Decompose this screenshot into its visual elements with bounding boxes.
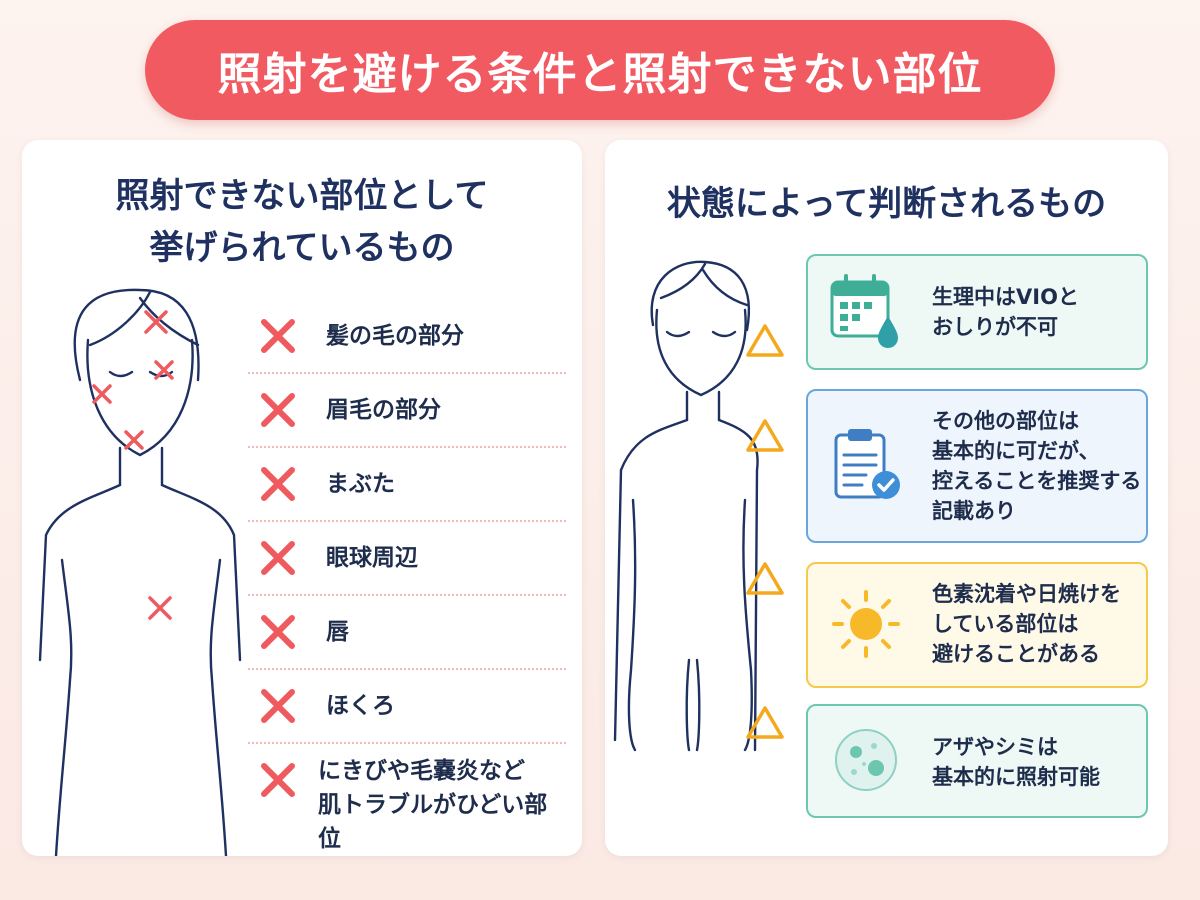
card-text-line1: その他の部位は xyxy=(932,409,1079,433)
x-mark-icon xyxy=(261,763,295,797)
item-label: まぶた xyxy=(326,471,395,497)
left-panel: 照射できない部位として 挙げられているもの xyxy=(22,140,582,856)
triangle-caution-icon xyxy=(746,706,784,739)
triangle-caution-icon xyxy=(746,562,784,595)
list-item: 眉毛の部分 xyxy=(248,374,566,448)
side-body-figure xyxy=(613,260,759,752)
card-text-line2: 基本的に可だが、 xyxy=(932,439,1100,463)
card-text: アザやシミは 基本的に照射可能 xyxy=(932,732,1100,792)
card-text-line3: 避けることがある xyxy=(932,642,1100,666)
item-label: 唇 xyxy=(326,619,349,645)
condition-card-other-areas: その他の部位は 基本的に可だが、 控えることを推奨する 記載あり xyxy=(806,389,1148,543)
sun-icon xyxy=(832,590,900,658)
card-text-line1: 生理中はVIOと xyxy=(932,285,1079,309)
calendar-drop-icon xyxy=(830,274,898,348)
condition-card-pigmentation: 色素沈着や日焼けを している部位は 避けることがある xyxy=(806,562,1148,688)
item-label: 眉毛の部分 xyxy=(326,397,441,423)
list-item: まぶた xyxy=(248,448,566,522)
x-mark-icon xyxy=(261,615,295,649)
x-mark-hair xyxy=(144,310,168,334)
left-panel-title: 照射できない部位として 挙げられているもの xyxy=(22,170,582,274)
clipboard-check-icon xyxy=(834,429,900,499)
item-label: 眼球周辺 xyxy=(326,545,418,571)
card-text: その他の部位は 基本的に可だが、 控えることを推奨する 記載あり xyxy=(932,406,1141,526)
triangle-caution-icon xyxy=(746,324,784,357)
item-label: ほくろ xyxy=(326,693,395,719)
x-mark-icon xyxy=(261,689,295,723)
item-label-line1: にきびや毛嚢炎など xyxy=(318,758,525,784)
x-mark-eye xyxy=(92,384,112,404)
front-body-figure xyxy=(38,288,242,856)
condition-card-menstruation: 生理中はVIOと おしりが不可 xyxy=(806,254,1148,370)
card-text: 色素沈着や日焼けを している部位は 避けることがある xyxy=(932,579,1121,669)
prohibited-area-list: 髪の毛の部分 眉毛の部分 まぶた 眼球周辺 唇 ほくろ にきびや毛嚢炎など 肌ト… xyxy=(248,300,566,854)
item-label: にきびや毛嚢炎など 肌トラブルがひどい部位 xyxy=(318,754,566,856)
right-panel: 状態によって判断されるもの xyxy=(605,140,1168,856)
x-mark-icon xyxy=(261,541,295,575)
left-title-line2: 挙げられているもの xyxy=(149,228,455,268)
card-text-line2: している部位は xyxy=(932,612,1079,636)
card-text-line2: 基本的に照射可能 xyxy=(932,765,1100,789)
triangle-caution-icon xyxy=(746,419,784,452)
left-title-line1: 照射できない部位として xyxy=(115,176,489,216)
right-panel-title: 状態によって判断されるもの xyxy=(666,184,1107,224)
item-label-line2: 肌トラブルがひどい部位 xyxy=(318,792,548,852)
x-mark-icon xyxy=(261,319,295,353)
list-item: にきびや毛嚢炎など 肌トラブルがひどい部位 xyxy=(248,744,566,854)
x-mark-icon xyxy=(261,393,295,427)
card-text-line2: おしりが不可 xyxy=(932,315,1058,339)
x-mark-icon xyxy=(261,467,295,501)
list-item: 唇 xyxy=(248,596,566,670)
card-text-line1: アザやシミは xyxy=(932,735,1058,759)
card-text-line4: 記載あり xyxy=(932,499,1016,523)
list-item: ほくろ xyxy=(248,670,566,744)
card-text-line3: 控えることを推奨する xyxy=(932,469,1142,493)
spots-icon xyxy=(835,729,897,791)
x-mark-eyebrow xyxy=(154,360,174,380)
list-item: 眼球周辺 xyxy=(248,522,566,596)
x-mark-torso xyxy=(148,596,172,620)
card-text: 生理中はVIOと おしりが不可 xyxy=(932,282,1079,342)
x-mark-lip xyxy=(124,430,144,450)
condition-card-birthmarks: アザやシミは 基本的に照射可能 xyxy=(806,704,1148,818)
page-title: 照射を避ける条件と照射できない部位 xyxy=(217,49,983,100)
card-text-line1: 色素沈着や日焼けを xyxy=(932,582,1121,606)
title-banner: 照射を避ける条件と照射できない部位 xyxy=(145,20,1055,120)
item-label: 髪の毛の部分 xyxy=(326,323,464,349)
list-item: 髪の毛の部分 xyxy=(248,300,566,374)
